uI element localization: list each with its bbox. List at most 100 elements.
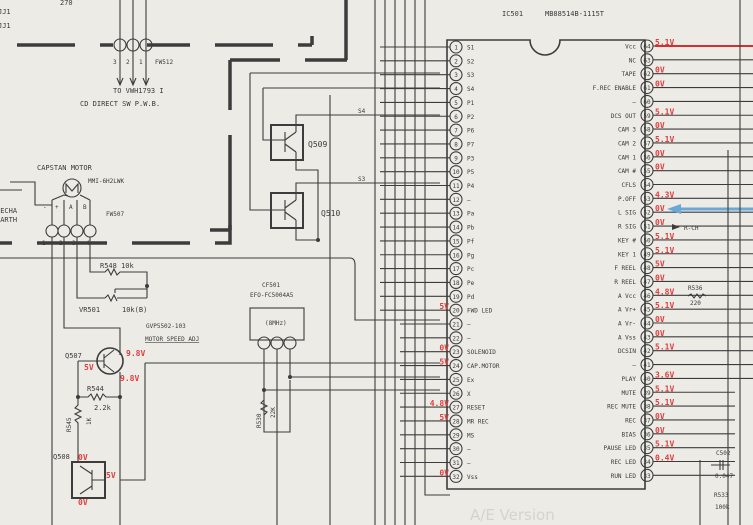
vr501-value: 10k(B) bbox=[122, 306, 147, 314]
pin-number: 33 bbox=[643, 473, 651, 480]
pin-number: 49 bbox=[643, 251, 651, 258]
capstan-motor-title: CAPSTAN MOTOR bbox=[37, 164, 93, 172]
pin-label: P.OFF bbox=[618, 196, 636, 203]
pin-number: 22 bbox=[452, 335, 460, 342]
motor-pin-sign: A bbox=[69, 204, 73, 211]
pin-label: S3 bbox=[467, 72, 475, 79]
fw507-pin-number: 1 bbox=[42, 240, 46, 247]
pin-circle bbox=[640, 316, 654, 330]
q508-label: Q508 bbox=[53, 453, 70, 461]
pin-number: 46 bbox=[643, 293, 651, 300]
pin-circle bbox=[640, 67, 654, 81]
pin-voltage: 0V bbox=[655, 412, 665, 421]
pin-label: Vss bbox=[467, 474, 478, 481]
pin-number: 54 bbox=[643, 182, 651, 189]
fw512-pin-label: 2 bbox=[126, 59, 130, 66]
pin-label: CAM 2 bbox=[618, 140, 636, 147]
q508-voltage: 0V bbox=[78, 453, 88, 462]
pin-circle bbox=[640, 177, 654, 192]
pin-circle bbox=[449, 206, 463, 220]
pin-number: 4 bbox=[454, 86, 458, 93]
pin-label: Pb bbox=[467, 225, 475, 232]
pin-voltage: 5V bbox=[655, 260, 665, 269]
pin-label: — bbox=[467, 197, 471, 204]
r536-label: R536 bbox=[688, 285, 703, 292]
c502-label: C502 bbox=[716, 450, 731, 457]
pin-label: P1 bbox=[467, 100, 475, 107]
r548-label: R548 10k bbox=[100, 262, 135, 270]
pin-label: A Vcc bbox=[618, 293, 636, 300]
pin-number: 47 bbox=[643, 279, 651, 286]
pin-circle bbox=[640, 288, 654, 302]
pin-voltage: 5.1V bbox=[655, 301, 674, 310]
pin-circle bbox=[640, 94, 654, 108]
pin-number: 62 bbox=[643, 71, 651, 78]
pin-label: — bbox=[467, 322, 471, 329]
pin-circle bbox=[449, 275, 463, 290]
pin-number: 56 bbox=[643, 154, 651, 161]
pin-circle bbox=[640, 357, 654, 372]
q508-transistor: Q508 0V 5V 0V bbox=[53, 453, 116, 507]
pin-label: — bbox=[467, 446, 471, 453]
pin-circle bbox=[640, 136, 654, 150]
pin-label: FWD LED bbox=[467, 308, 493, 315]
pin-circle bbox=[449, 262, 463, 276]
right-vertical-wires bbox=[699, 0, 741, 525]
pin-label: KEY # bbox=[618, 237, 636, 244]
edge-label: JJ1 bbox=[0, 8, 11, 16]
gvp-part-label: GVP5502-103 bbox=[146, 323, 186, 330]
pin-number: 18 bbox=[452, 280, 460, 287]
pin-circle bbox=[640, 427, 654, 441]
pin-label: CAM # bbox=[618, 168, 636, 175]
pin-label: NC bbox=[629, 57, 637, 64]
pin-voltage: 5.1V bbox=[655, 135, 674, 144]
pin-number: 19 bbox=[452, 294, 460, 301]
pin-circle bbox=[640, 108, 654, 122]
pin-label: REC MUTE bbox=[607, 404, 636, 411]
pin-circle bbox=[640, 39, 654, 53]
pin-number: 59 bbox=[643, 113, 651, 120]
pin-number: 17 bbox=[452, 266, 460, 273]
fw512-label: FW512 bbox=[155, 59, 173, 66]
pin-circle bbox=[449, 414, 463, 428]
mecha-earth-label: EARTH bbox=[0, 216, 17, 224]
pin-number: 6 bbox=[454, 114, 458, 121]
pin-circle bbox=[640, 233, 654, 247]
pin-number: 63 bbox=[643, 57, 651, 64]
pin-circle bbox=[640, 344, 654, 358]
pin-label: Pa bbox=[467, 211, 475, 218]
q507-voltage: 9.8V bbox=[120, 374, 139, 383]
pin-voltage: 0V bbox=[655, 149, 665, 158]
pin-number: 27 bbox=[452, 405, 460, 412]
motor-speed-network: R548 10k VR501 10k(B) GVP5502-103 MOTOR … bbox=[51, 237, 199, 525]
pin-label: CAP.MOTOR bbox=[467, 363, 500, 370]
cf501-part: EFO-FC5004A5 bbox=[250, 292, 294, 299]
pin-label: L SIG bbox=[618, 210, 636, 217]
pin-circle bbox=[640, 468, 654, 482]
pin-label: RUN LED bbox=[611, 473, 637, 480]
pin-label: F.REC ENABLE bbox=[593, 85, 637, 92]
capstan-motor: CAPSTAN MOTOR MMI-6H2LWK - + A B FW507 M… bbox=[0, 164, 232, 247]
pin-voltage: 5.1V bbox=[655, 398, 674, 407]
pin-label: R REEL bbox=[614, 279, 636, 286]
pin-circle bbox=[449, 345, 463, 359]
pin-label: Vcc bbox=[625, 44, 636, 51]
mecha-earth-label: MECHA bbox=[0, 207, 18, 215]
pin-number: 26 bbox=[452, 391, 460, 398]
pin-label: MR REC bbox=[467, 418, 489, 425]
pin-number: 41 bbox=[643, 362, 651, 369]
r545-value: 1K bbox=[86, 417, 93, 425]
fw507-pin-number: 3 bbox=[72, 240, 76, 247]
pin-voltage: 5.1V bbox=[655, 440, 674, 449]
pin-label: Pd bbox=[467, 294, 475, 301]
pin-number: 16 bbox=[452, 252, 460, 259]
pin-label: Pc bbox=[467, 266, 475, 273]
motor-speed-adj-label: MOTOR SPEED ADJ bbox=[145, 336, 199, 343]
pin-label: Ex bbox=[467, 377, 475, 384]
pin-voltage: 0V bbox=[655, 121, 665, 130]
board-boundary-dashed bbox=[17, 0, 348, 62]
motor-icon bbox=[62, 178, 82, 198]
pin-number: 25 bbox=[452, 377, 460, 384]
c502-value: 0.047 bbox=[715, 473, 733, 480]
